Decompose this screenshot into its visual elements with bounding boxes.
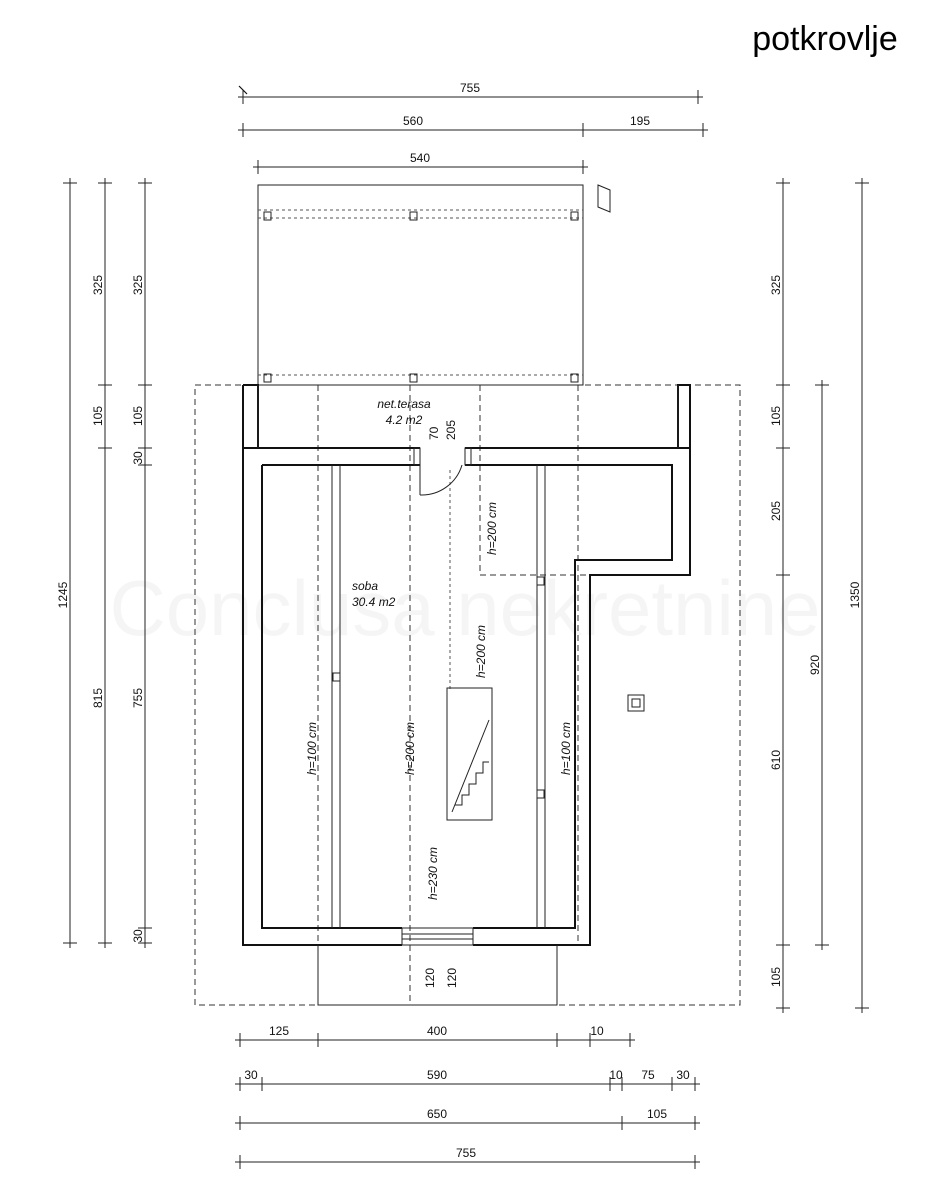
exterior-walls (242, 384, 691, 1006)
window-height: 120 (445, 968, 459, 988)
height-upper-right: h=200 cm (485, 502, 499, 555)
dim-top-a: 560 (403, 114, 423, 128)
door-height: 205 (444, 420, 458, 440)
upper-balcony (257, 184, 584, 386)
dim-left-in-e: 30 (131, 929, 145, 943)
dim-right-in-a: 325 (769, 275, 783, 295)
door-width: 70 (427, 426, 441, 440)
dim-right-total: 1350 (848, 581, 862, 608)
dim-bottom-total: 755 (456, 1146, 476, 1160)
height-right: h=100 cm (559, 722, 573, 775)
height-center-left: h=200 cm (403, 722, 417, 775)
dim-left-in-b: 105 (131, 406, 145, 426)
right-dimensions (776, 178, 869, 1013)
watermark: Conclusa nekretnine (109, 564, 820, 652)
dim-bottom-b1: 30 (244, 1068, 258, 1082)
dim-left-in-a: 325 (131, 275, 145, 295)
dim-right-in-b: 105 (769, 406, 783, 426)
bottom-dimensions (235, 1033, 700, 1169)
terrace-label: net.terasa (377, 397, 431, 411)
plan-title: potkrovlje (752, 20, 898, 58)
roof-outline (194, 384, 741, 1006)
dim-bottom-b3: 10 (609, 1068, 623, 1082)
dim-right-in-e: 105 (769, 967, 783, 987)
dim-bottom-b4: 75 (641, 1068, 655, 1082)
dim-bottom-c2: 105 (647, 1107, 667, 1121)
dim-right-mid-a: 920 (808, 655, 822, 675)
top-dimensions (238, 85, 708, 174)
dim-right-in-c: 205 (769, 501, 783, 521)
dim-left-in-c: 30 (131, 451, 145, 465)
dim-bottom-a2: 400 (427, 1024, 447, 1038)
roof-beams (331, 465, 546, 928)
dim-right-in-d: 610 (769, 750, 783, 770)
window-width: 120 (423, 968, 437, 988)
dim-bottom-a3: 10 (590, 1024, 604, 1038)
room-label: soba (352, 579, 378, 593)
stair (446, 687, 493, 821)
door (419, 464, 463, 496)
dim-bottom-b5: 30 (676, 1068, 690, 1082)
left-dimensions (63, 178, 152, 948)
height-left: h=100 cm (305, 722, 319, 775)
height-center-right: h=200 cm (474, 625, 488, 678)
dim-top-c: 540 (410, 151, 430, 165)
dim-top-b: 195 (630, 114, 650, 128)
dim-left-total: 1245 (56, 581, 70, 608)
terrace-area: 4.2 m2 (386, 413, 423, 427)
dim-left-mid-a: 325 (91, 275, 105, 295)
height-stair: h=230 cm (426, 847, 440, 900)
dim-left-in-d: 755 (131, 688, 145, 708)
dim-bottom-a1: 125 (269, 1024, 289, 1038)
dim-bottom-b2: 590 (427, 1068, 447, 1082)
gutter-mark (597, 184, 611, 213)
dim-left-mid-b: 105 (91, 406, 105, 426)
dim-bottom-c1: 650 (427, 1107, 447, 1121)
dim-left-mid-c: 815 (91, 688, 105, 708)
dim-top-total: 755 (460, 81, 480, 95)
chimney-symbol (627, 694, 645, 712)
room-area: 30.4 m2 (352, 595, 396, 609)
